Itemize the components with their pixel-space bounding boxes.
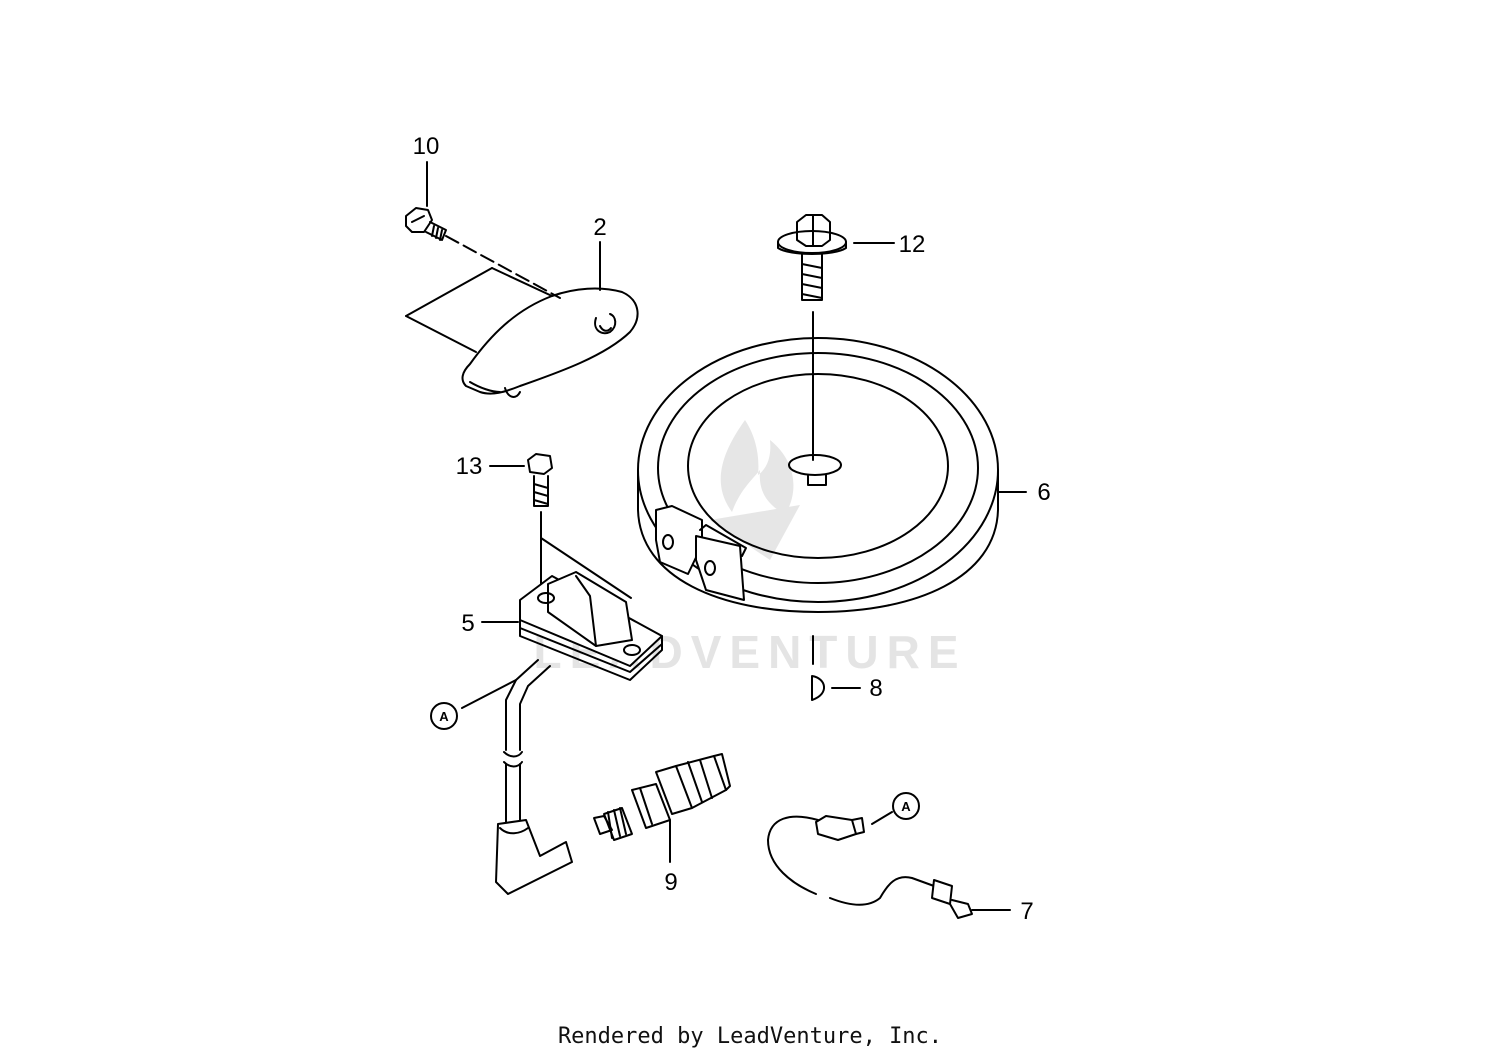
part-9-spark-plug [593, 753, 731, 863]
footer-credit: Rendered by LeadVenture, Inc. [557, 1024, 943, 1049]
ref-marker-a-coil: A [430, 702, 458, 730]
part-2-cover [405, 241, 639, 398]
callout-6: 6 [1037, 479, 1050, 506]
ref-marker-a-wire: A [892, 792, 920, 820]
part-12-flange-bolt [777, 214, 895, 461]
callout-13: 13 [456, 453, 483, 480]
ref-marker-a-coil-label: A [439, 709, 449, 724]
callout-2: 2 [593, 214, 606, 241]
callout-10: 10 [413, 133, 440, 160]
flame-logo-icon [710, 420, 800, 560]
callout-12: 12 [899, 231, 926, 258]
part-8-key [811, 675, 861, 701]
callout-9: 9 [664, 869, 677, 896]
callout-5: 5 [461, 610, 474, 637]
ref-marker-a-wire-label: A [901, 799, 911, 814]
part-7-wire [767, 811, 1011, 919]
part-13-bolt [489, 453, 553, 601]
part-5-ignition-coil [461, 537, 663, 895]
part-10-bolt [405, 161, 561, 299]
callout-8: 8 [869, 675, 882, 702]
callout-7: 7 [1020, 898, 1033, 925]
part-6-flywheel [637, 337, 1027, 665]
